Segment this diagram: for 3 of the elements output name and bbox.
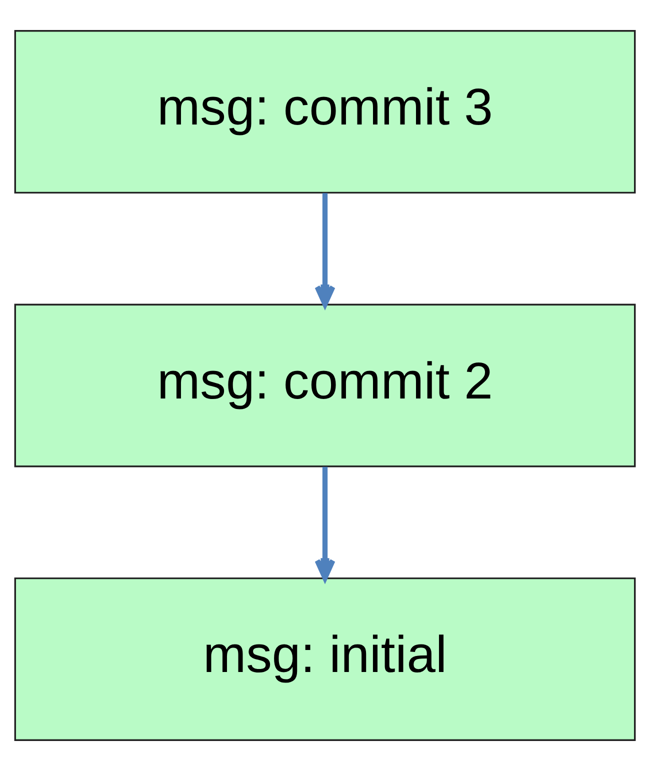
node-box: msg: initial (14, 577, 636, 741)
node-box: msg: commit 3 (14, 30, 636, 194)
node-box: msg: commit 2 (14, 304, 636, 468)
